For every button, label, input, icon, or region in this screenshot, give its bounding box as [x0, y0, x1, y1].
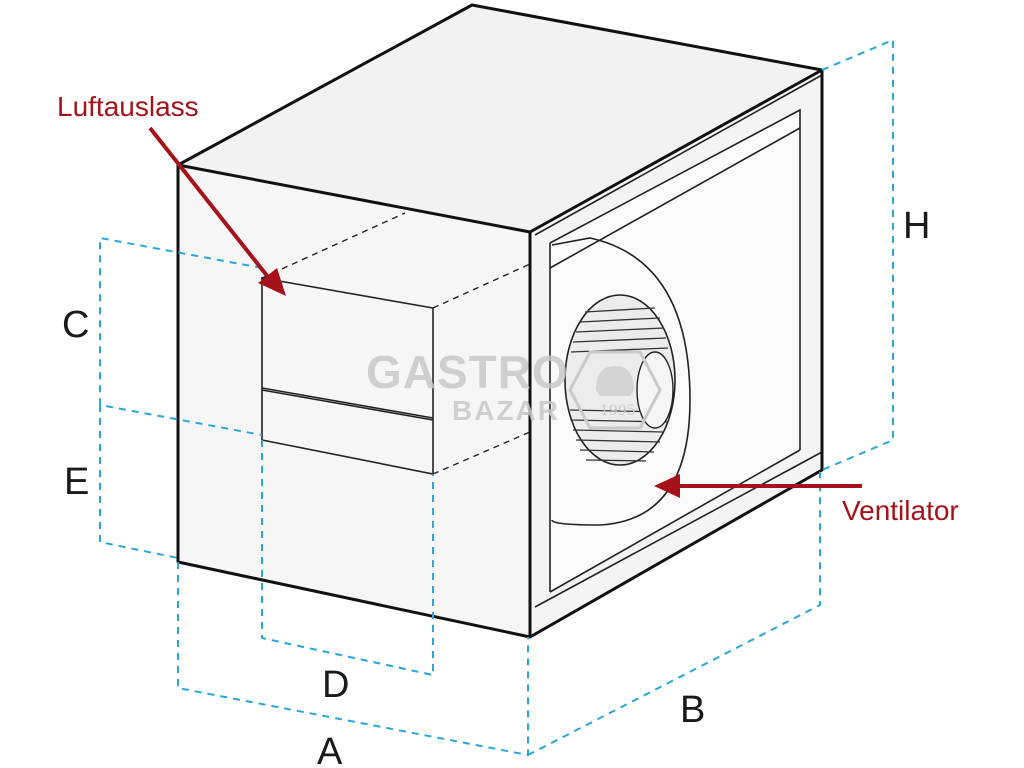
dimension-label-h: H: [903, 205, 930, 247]
watermark-line2: BAZAR: [452, 395, 560, 426]
fan-label: Ventilator: [842, 495, 959, 526]
box-body: [178, 5, 822, 637]
fan-arrow: [654, 474, 862, 498]
watermark: GASTRO BAZAR 1995: [366, 346, 662, 430]
open-side-frame: [534, 74, 823, 608]
outlet-label: Luftauslass: [57, 91, 199, 122]
box-inner-panel: [550, 110, 800, 592]
dimension-label-e: E: [64, 461, 89, 503]
outlet-arrow: [148, 126, 286, 296]
chef-hat-logo: 1995: [568, 350, 662, 430]
dimension-label-c: C: [62, 304, 89, 346]
watermark-year: 1995: [600, 403, 636, 419]
box-top-face: [178, 5, 822, 232]
hidden-lines: [261, 212, 531, 475]
watermark-line1: GASTRO: [366, 346, 569, 398]
dimension-lines: [99, 38, 894, 757]
dimension-label-d: D: [322, 664, 349, 706]
dimension-label-b: B: [680, 689, 705, 731]
fan-hub: [636, 351, 674, 429]
dimension-label-a: A: [317, 731, 343, 768]
